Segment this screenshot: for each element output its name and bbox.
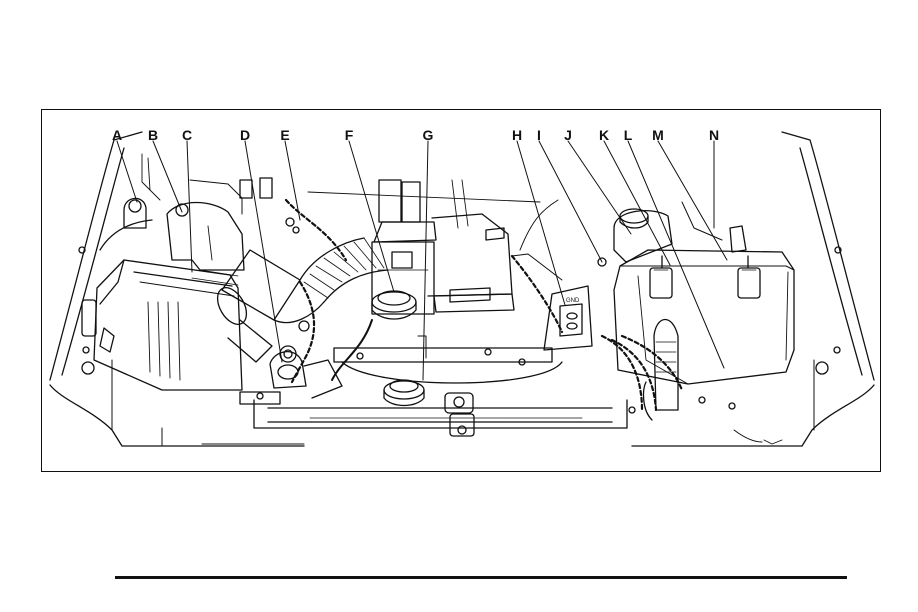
wiring-harness	[286, 200, 682, 410]
throttle-body-area	[240, 352, 342, 404]
intake-duct	[212, 238, 388, 362]
upper-left-reservoirs	[100, 154, 272, 270]
engine-cover-center	[308, 180, 540, 314]
ground-tag-text: GND	[566, 298, 580, 304]
ground-bracket	[512, 200, 592, 350]
engine-compartment-diagram: A B C D E F G H I J K L M N	[41, 109, 881, 472]
engine-line-art: GND	[42, 110, 881, 472]
radiator-support	[254, 348, 627, 436]
callout-leaders	[117, 141, 727, 380]
footer-rule	[115, 576, 847, 579]
air-cleaner-housing	[82, 260, 242, 390]
